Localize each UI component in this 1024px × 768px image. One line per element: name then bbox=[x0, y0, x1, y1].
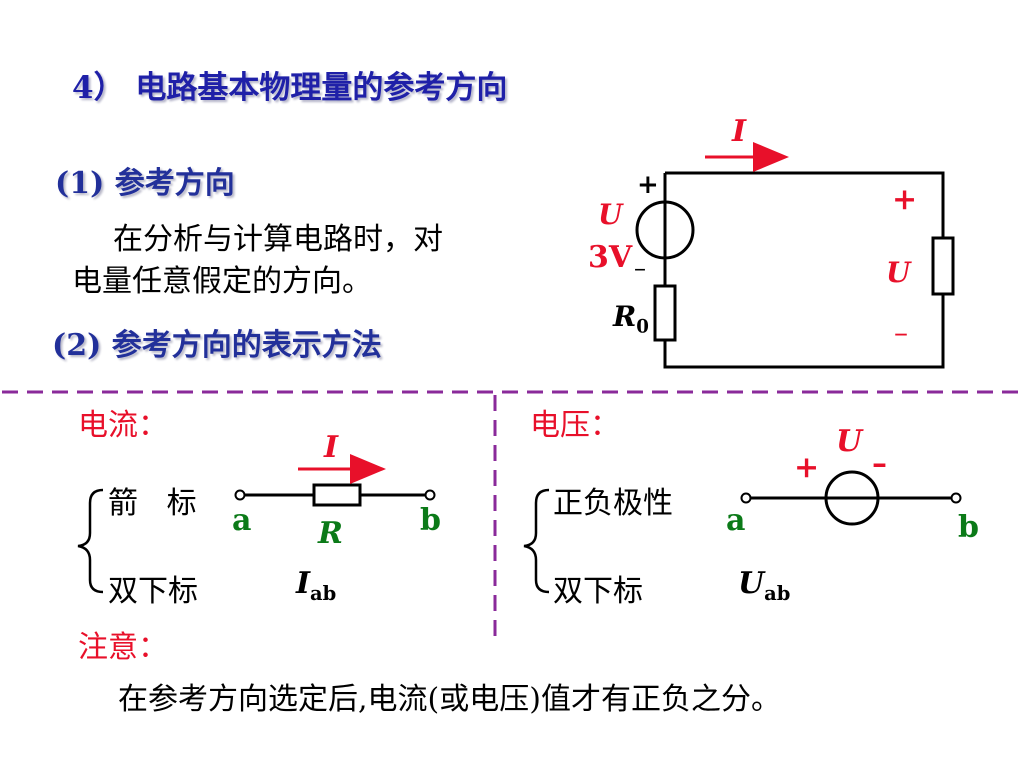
circuit-diagram bbox=[635, 171, 955, 369]
internal-resistor-label: R0 bbox=[613, 300, 649, 338]
internal-resistor-subscript: 0 bbox=[636, 316, 649, 338]
branch-current-label: I bbox=[324, 430, 339, 465]
branch-voltage-label: U bbox=[836, 424, 863, 459]
internal-resistor-symbol bbox=[653, 284, 677, 342]
circuit-current-label: I bbox=[732, 114, 747, 149]
load-resistor-symbol bbox=[931, 236, 955, 296]
slide-title: 4） 电路基本物理量的参考方向 bbox=[72, 70, 508, 106]
voltage-method-subscript: 双下标 bbox=[553, 574, 643, 609]
section2-heading: (2) 参考方向的表示方法 bbox=[52, 328, 382, 363]
section1-text-line2: 电量任意假定的方向。 bbox=[72, 264, 372, 299]
source-plus-sign: + bbox=[637, 170, 659, 200]
branch-voltage-minus: – bbox=[872, 446, 887, 481]
node-b-terminal bbox=[424, 489, 436, 501]
load-minus-sign: – bbox=[894, 316, 908, 349]
current-double-subscript: Iab bbox=[296, 566, 337, 605]
voltage-brace bbox=[523, 488, 550, 594]
source-value-label: 3V bbox=[588, 240, 633, 275]
current-branch bbox=[234, 483, 436, 507]
source-minus-sign: – bbox=[634, 254, 646, 282]
source-voltage-label: U bbox=[598, 198, 623, 231]
node-a-terminal bbox=[740, 492, 752, 504]
current-method-subscript: 双下标 bbox=[108, 574, 198, 609]
current-method-arrow: 箭 标 bbox=[108, 486, 197, 521]
voltage-node-a-label: a bbox=[726, 503, 746, 538]
voltage-branch bbox=[740, 470, 962, 526]
node-b-terminal bbox=[950, 492, 962, 504]
current-node-b-label: b bbox=[420, 503, 441, 538]
note-heading: 注意： bbox=[78, 630, 168, 665]
node-a-terminal bbox=[234, 489, 246, 501]
branch-voltage-plus: + bbox=[794, 450, 820, 485]
voltage-heading: 电压： bbox=[530, 408, 620, 443]
voltage-double-subscript: Uab bbox=[738, 566, 791, 605]
circuit-wire bbox=[663, 171, 945, 369]
note-text: 在参考方向选定后,电流(或电压)值才有正负之分。 bbox=[118, 682, 781, 717]
current-brace bbox=[77, 488, 104, 594]
section1-text-line1: 在分析与计算电路时，对 bbox=[113, 222, 443, 257]
section1-heading: (1) 参考方向 bbox=[55, 166, 235, 201]
current-heading: 电流： bbox=[78, 408, 168, 443]
current-subscript-ab: ab bbox=[310, 582, 337, 605]
voltage-method-polarity: 正负极性 bbox=[553, 486, 673, 521]
voltage-node-b-label: b bbox=[958, 510, 979, 545]
branch-resistor-symbol bbox=[312, 483, 362, 507]
voltage-subscript-ab: ab bbox=[764, 582, 791, 605]
current-node-a-label: a bbox=[232, 503, 252, 538]
branch-resistor-label: R bbox=[318, 516, 343, 551]
load-voltage-label: U bbox=[886, 256, 911, 289]
load-plus-sign: + bbox=[892, 182, 918, 217]
